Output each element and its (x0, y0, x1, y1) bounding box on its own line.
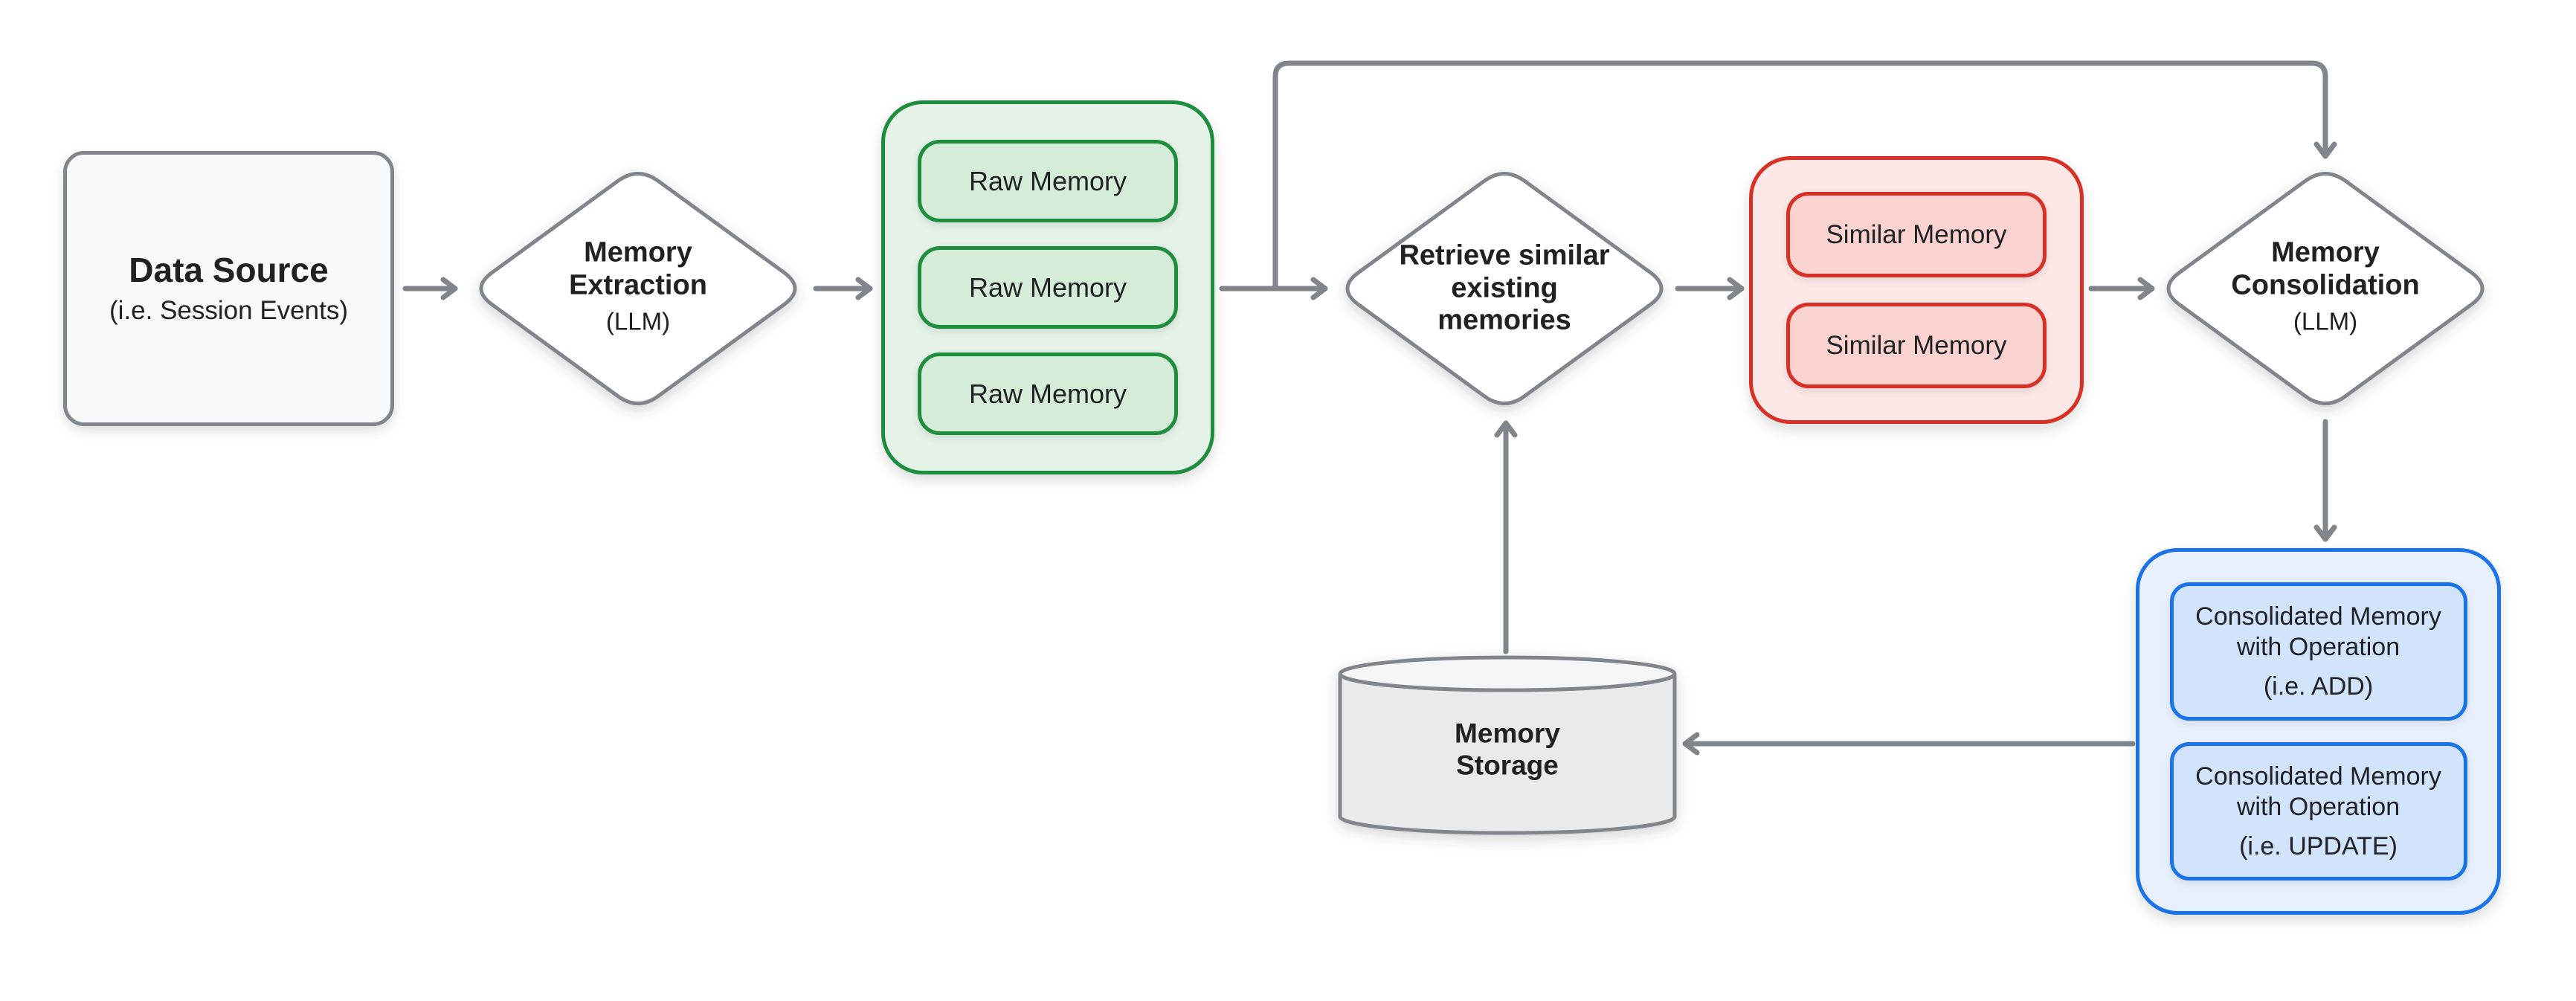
memory-extraction-subtitle: (LLM) (605, 307, 671, 335)
data-source-title: Data Source (129, 251, 329, 290)
memory-consolidation-subtitle: (LLM) (2293, 307, 2358, 335)
memory-storage-title: Memory Storage (1455, 718, 1560, 780)
consolidated-memory-operation: (i.e. UPDATE) (2239, 831, 2398, 860)
retrieve-memories-diamond (1345, 172, 1664, 405)
retrieve-memories-label: Retrieve similar existing memories (1393, 239, 1616, 337)
consolidated-memory-operation: (i.e. ADD) (2263, 672, 2374, 701)
consolidated-memory-title: Consolidated Memory with Operation (2195, 602, 2441, 661)
similar-memory-item: Similar Memory (1786, 192, 2047, 277)
memory-extraction-label: Memory Extraction (LLM) (534, 236, 742, 335)
retrieve-memories-title: Retrieve similar existing memories (1399, 239, 1610, 336)
raw-memory-item: Raw Memory (918, 140, 1178, 222)
similar-memory-group: Similar Memory Similar Memory (1749, 156, 2084, 424)
consolidated-memory-item: Consolidated Memory with Operation (i.e.… (2169, 742, 2467, 881)
memory-extraction-title: Memory Extraction (569, 236, 707, 301)
edge-rawmemory-feedback-to-consolidation (1272, 60, 2337, 289)
memory-storage-cylinder (1338, 655, 1677, 835)
cylinder-top (1338, 655, 1677, 692)
data-source-subtitle: (i.e. Session Events) (109, 296, 348, 326)
raw-memory-item: Raw Memory (918, 353, 1178, 435)
raw-memory-group: Raw Memory Raw Memory Raw Memory (881, 100, 1214, 474)
consolidated-memory-title: Consolidated Memory with Operation (2195, 762, 2441, 821)
memory-consolidation-label: Memory Consolidation (LLM) (2214, 236, 2437, 335)
memory-storage-label: Memory Storage (1433, 718, 1582, 781)
memory-consolidation-diamond (2166, 172, 2485, 405)
memory-extraction-diamond (479, 172, 797, 405)
data-source-node: Data Source (i.e. Session Events) (63, 151, 394, 426)
consolidated-memory-item: Consolidated Memory with Operation (i.e.… (2169, 582, 2467, 721)
consolidated-memory-group: Consolidated Memory with Operation (i.e.… (2136, 548, 2501, 915)
memory-consolidation-title: Memory Consolidation (2231, 236, 2420, 301)
similar-memory-item: Similar Memory (1786, 303, 2047, 388)
raw-memory-item: Raw Memory (918, 246, 1178, 329)
